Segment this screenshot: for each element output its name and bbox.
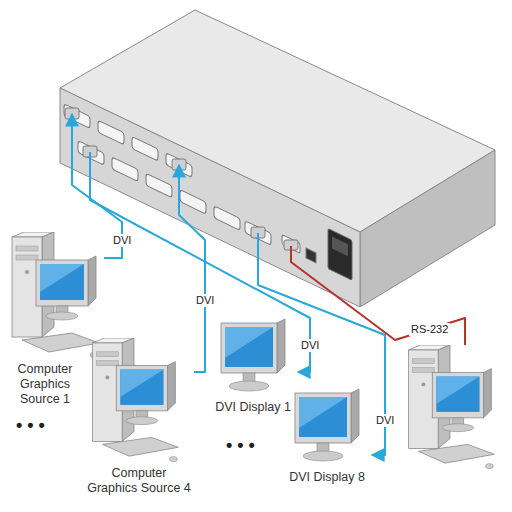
- panel-ports: [64, 102, 352, 284]
- signal-cable: [179, 165, 205, 372]
- source-computer: [12, 232, 99, 358]
- device-caption: DVI Display 8: [282, 470, 372, 485]
- cable-label: DVI: [374, 414, 396, 427]
- device-caption: Computer Graphics Source 4: [86, 466, 192, 496]
- ellipsis-mark: • • •: [16, 415, 45, 435]
- cable-plugs: [65, 108, 298, 250]
- signal-cable: [90, 152, 310, 372]
- signal-cable: [258, 233, 385, 455]
- signal-cable: [291, 246, 465, 345]
- ellipsis-mark: • • •: [226, 435, 255, 455]
- cable-label: DVI: [194, 294, 216, 307]
- cable-label: RS-232: [409, 323, 450, 336]
- dvi-display: DVI Display 1: [208, 318, 298, 415]
- cable-label: DVI: [299, 339, 321, 352]
- control-computer: [409, 345, 495, 469]
- dvi-display: [295, 389, 359, 461]
- control-computer: [400, 345, 500, 473]
- device-caption: Computer Graphics Source 1: [9, 362, 81, 407]
- dvi-display: [221, 319, 285, 391]
- source-computer: Computer Graphics Source 4: [84, 338, 194, 496]
- switcher-panel: [60, 88, 360, 307]
- matrix-switcher: [55, 5, 500, 310]
- device-caption: DVI Display 1: [208, 400, 298, 415]
- matrix-switcher: [60, 10, 495, 307]
- switcher-side: [360, 150, 495, 307]
- dvi-display: DVI Display 8: [282, 388, 372, 485]
- cable-label: DVI: [111, 234, 133, 247]
- source-computer: Computer Graphics Source 1: [4, 232, 104, 407]
- source-computer: [93, 338, 179, 462]
